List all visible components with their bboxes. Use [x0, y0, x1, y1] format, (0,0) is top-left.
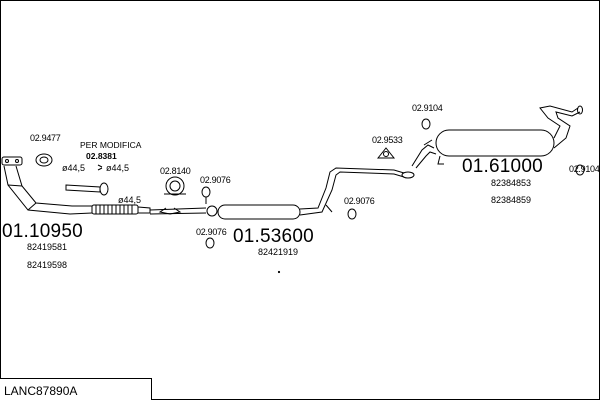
modification-title: PER MODIFICA — [80, 140, 142, 150]
hanger-c-drawing — [347, 208, 357, 220]
hanger-top-drawing — [421, 118, 431, 130]
diameter-label-3: ø44,5 — [118, 195, 142, 205]
middle-silencer-part-number: 01.53600 — [233, 226, 314, 247]
hanger-a-drawing — [201, 186, 211, 204]
rear-silencer-part-number: 01.61000 — [462, 156, 543, 177]
rear-silencer-ref-1: 82384853 — [491, 178, 532, 188]
hanger-right-drawing — [575, 164, 585, 176]
front-pipe-ref-2: 82419598 — [27, 260, 68, 270]
rear-gasket-drawing — [376, 147, 396, 159]
hanger-b-drawing — [205, 237, 215, 249]
adaptor-pipe-drawing — [65, 164, 109, 196]
modification-code: 02.8381 — [86, 151, 117, 161]
gasket-front-label: 02.9477 — [30, 133, 61, 143]
front-pipe-part-number: 01.10950 — [2, 221, 83, 242]
rear-silencer-ref-2: 82384859 — [491, 195, 532, 205]
middle-silencer-ref-1: 82421919 — [258, 247, 299, 257]
gasket-rear-label: 02.9533 — [372, 135, 403, 145]
front-pipe-ref-1: 82419581 — [27, 242, 68, 252]
rear-silencer-drawing — [411, 105, 583, 169]
middle-silencer-drawing — [149, 167, 415, 220]
hanger-a-label: 02.9076 — [200, 175, 231, 185]
front-gasket-drawing — [35, 153, 53, 167]
diameter-label-2: ø44,5 — [106, 163, 130, 173]
hanger-c-label: 02.9076 — [344, 196, 375, 206]
hanger-top-label: 02.9104 — [412, 103, 443, 113]
drawing-code: LANC87890A — [4, 384, 78, 398]
hanger-b-label: 02.9076 — [196, 227, 227, 237]
clamp-front-label: 02.8140 — [160, 166, 191, 176]
drawing-code-box: LANC87890A — [0, 378, 152, 400]
diameter-label-1: ø44,5 — [62, 163, 86, 173]
hanger-right-label: 02.9104 — [569, 164, 600, 174]
front-pipe-drawing — [1, 156, 151, 215]
